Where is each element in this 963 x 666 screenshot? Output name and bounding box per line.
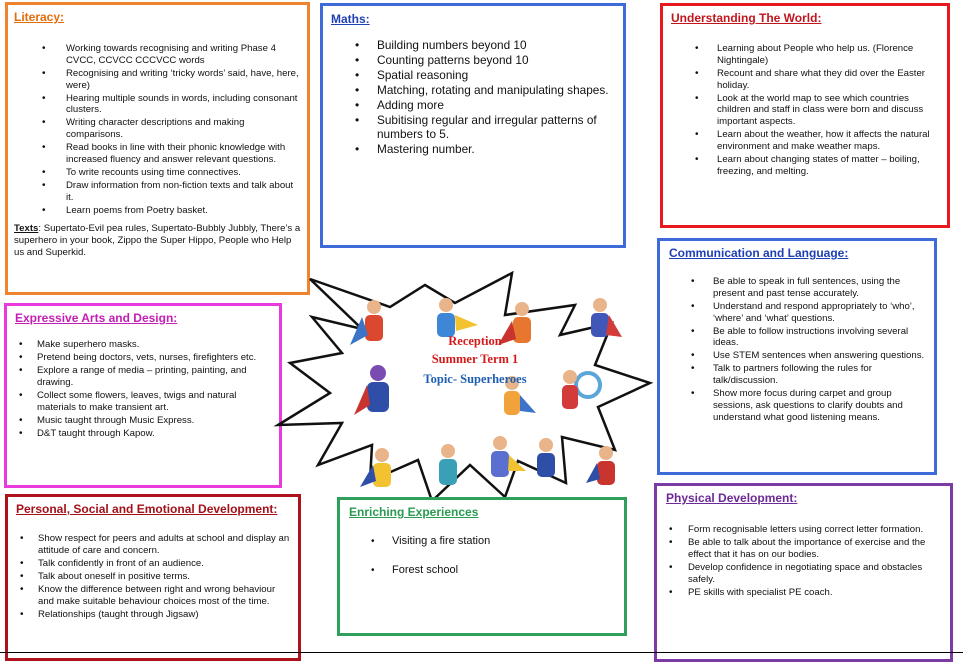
communication-language-panel: Communication and Language: Be able to s… (657, 238, 937, 475)
list-item: PE skills with specialist PE coach. (669, 587, 941, 599)
physical-list: Form recognisable letters using correct … (666, 524, 941, 598)
enriching-experiences-panel: Enriching Experiences Visiting a fire st… (337, 497, 627, 636)
superhero-figure (591, 298, 622, 337)
superhero-figure (562, 370, 602, 409)
list-item: Pretend being doctors, vets, nurses, fir… (19, 352, 271, 364)
list-item: Working towards recognising and writing … (42, 43, 301, 67)
psed-panel: Personal, Social and Emotional Developme… (5, 494, 301, 661)
list-item: Recognising and writing ‘tricky words’ s… (42, 68, 301, 92)
list-item: Matching, rotating and manipulating shap… (355, 83, 615, 97)
list-item: Learning about People who help us. (Flor… (695, 43, 939, 67)
physical-title: Physical Development: (666, 491, 798, 505)
maths-title: Maths: (331, 12, 370, 26)
list-item: Understand and respond appropriately to … (691, 301, 925, 325)
expressive-arts-title: Expressive Arts and Design: (15, 311, 178, 325)
superhero-figure (537, 438, 555, 477)
list-item: Look at the world map to see which count… (695, 93, 939, 128)
starburst-shape (273, 270, 654, 504)
superhero-figure (491, 436, 526, 477)
page-divider (0, 652, 963, 653)
enriching-title: Enriching Experiences (349, 505, 479, 519)
center-title-reception: Reception (448, 334, 502, 348)
center-title-term: Summer Term 1 (431, 352, 519, 366)
list-item: Know the difference between right and wr… (20, 584, 290, 608)
list-item: Show respect for peers and adults at sch… (20, 533, 290, 557)
literacy-title: Literacy: (14, 10, 65, 24)
list-item: Collect some flowers, leaves, twigs and … (19, 390, 271, 414)
topic-centerpiece: Reception Summer Term 1 Topic- Superhero… (250, 265, 670, 505)
list-item: Develop confidence in negotiating space … (669, 562, 941, 586)
center-title-topic: Topic- Superheroes (423, 372, 527, 386)
list-item: Counting patterns beyond 10 (355, 53, 615, 67)
list-item: Read books in line with their phonic kno… (42, 142, 301, 166)
literacy-texts: Texts: Supertato-Evil pea rules, Superta… (14, 223, 301, 259)
list-item: Use STEM sentences when answering questi… (691, 350, 925, 362)
maths-list: Building numbers beyond 10 Counting patt… (331, 38, 615, 156)
list-item: Visiting a fire station (371, 535, 615, 548)
list-item: Mastering number. (355, 142, 615, 156)
list-item: Talk to partners following the rules for… (691, 363, 925, 387)
enriching-list: Visiting a fire station Forest school (349, 535, 615, 577)
superhero-figure (504, 376, 536, 415)
expressive-arts-list: Make superhero masks. Pretend being doct… (15, 339, 271, 439)
literacy-panel: Literacy: Working towards recognising an… (5, 2, 310, 295)
communication-language-title: Communication and Language: (669, 246, 849, 260)
understanding-world-title: Understanding The World: (671, 11, 822, 25)
list-item: Show more focus during carpet and group … (691, 388, 925, 423)
physical-development-panel: Physical Development: Form recognisable … (654, 483, 953, 662)
superhero-figure (437, 298, 478, 337)
list-item: Make superhero masks. (19, 339, 271, 351)
list-item: Hearing multiple sounds in words, includ… (42, 93, 301, 117)
list-item: Adding more (355, 98, 615, 112)
list-item: Be able to follow instructions involving… (691, 326, 925, 350)
psed-title: Personal, Social and Emotional Developme… (16, 502, 278, 516)
superhero-figure (354, 365, 389, 415)
understanding-world-list: Learning about People who help us. (Flor… (671, 43, 939, 178)
list-item: Relationships (taught through Jigsaw) (20, 609, 290, 621)
list-item: Subitising regular and irregular pattern… (355, 113, 615, 141)
maths-panel: Maths: Building numbers beyond 10 Counti… (320, 3, 626, 248)
list-item: Explore a range of media – printing, pai… (19, 365, 271, 389)
list-item: Building numbers beyond 10 (355, 38, 615, 52)
list-item: Be able to talk about the importance of … (669, 537, 941, 561)
list-item: Learn about changing states of matter – … (695, 154, 939, 178)
understanding-world-panel: Understanding The World: Learning about … (660, 3, 950, 228)
superhero-figure (498, 302, 531, 345)
list-item: Writing character descriptions and makin… (42, 117, 301, 141)
superhero-figure (350, 300, 383, 345)
list-item: To write recounts using time connectives… (42, 167, 301, 179)
expressive-arts-panel: Expressive Arts and Design: Make superhe… (4, 303, 282, 488)
list-item: Forest school (371, 564, 615, 577)
list-item: Learn about the weather, how it affects … (695, 129, 939, 153)
texts-label: Texts (14, 223, 39, 235)
list-item: Talk about oneself in positive terms. (20, 571, 290, 583)
list-item: D&T taught through Kapow. (19, 428, 271, 440)
list-item: Learn poems from Poetry basket. (42, 205, 301, 217)
list-item: Music taught through Music Express. (19, 415, 271, 427)
communication-language-list: Be able to speak in full sentences, usin… (669, 276, 925, 424)
list-item: Form recognisable letters using correct … (669, 524, 941, 536)
superhero-figure (586, 446, 615, 485)
list-item: Draw information from non-fiction texts … (42, 180, 301, 204)
psed-list: Show respect for peers and adults at sch… (16, 533, 290, 620)
superhero-figure (360, 448, 391, 487)
literacy-list: Working towards recognising and writing … (14, 43, 301, 216)
list-item: Recount and share what they did over the… (695, 68, 939, 92)
list-item: Talk confidently in front of an audience… (20, 558, 290, 570)
list-item: Be able to speak in full sentences, usin… (691, 276, 925, 300)
superhero-figure (439, 444, 457, 485)
texts-value: : Supertato-Evil pea rules, Supertato-Bu… (14, 223, 301, 259)
list-item: Spatial reasoning (355, 68, 615, 82)
